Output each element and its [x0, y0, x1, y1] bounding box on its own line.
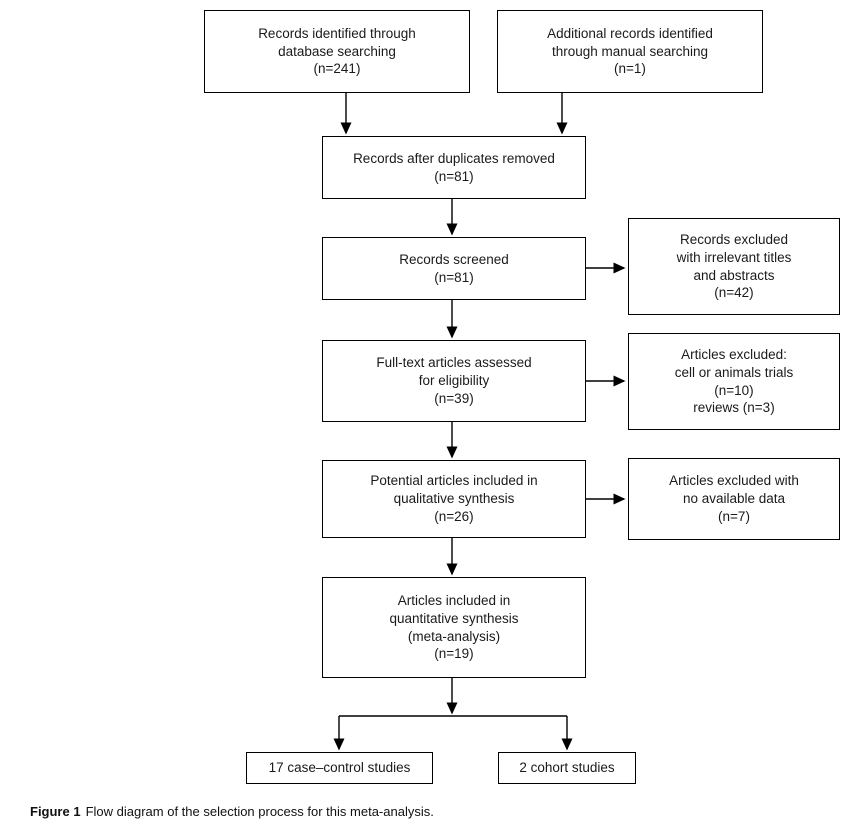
node-quantitative-included: Articles included in quantitative synthe… [322, 577, 586, 678]
figure-caption: Figure 1 Flow diagram of the selection pr… [30, 804, 434, 819]
figure-caption-label: Figure 1 [30, 804, 81, 819]
node-case-control-studies: 17 case–control studies [246, 752, 433, 784]
node-records-db: Records identified through database sear… [204, 10, 470, 93]
node-excluded-no-data: Articles excluded with no available data… [628, 458, 840, 540]
node-cohort-studies: 2 cohort studies [498, 752, 636, 784]
node-excluded-fulltext: Articles excluded: cell or animals trial… [628, 333, 840, 430]
node-excluded-screening: Records excluded with irrelevant titles … [628, 218, 840, 315]
figure-caption-text: Flow diagram of the selection process fo… [85, 804, 434, 819]
node-qualitative-included: Potential articles included in qualitati… [322, 460, 586, 538]
node-screened: Records screened (n=81) [322, 237, 586, 300]
node-fulltext-assessed: Full-text articles assessed for eligibil… [322, 340, 586, 422]
node-records-manual: Additional records identified through ma… [497, 10, 763, 93]
node-duplicates-removed: Records after duplicates removed (n=81) [322, 136, 586, 199]
